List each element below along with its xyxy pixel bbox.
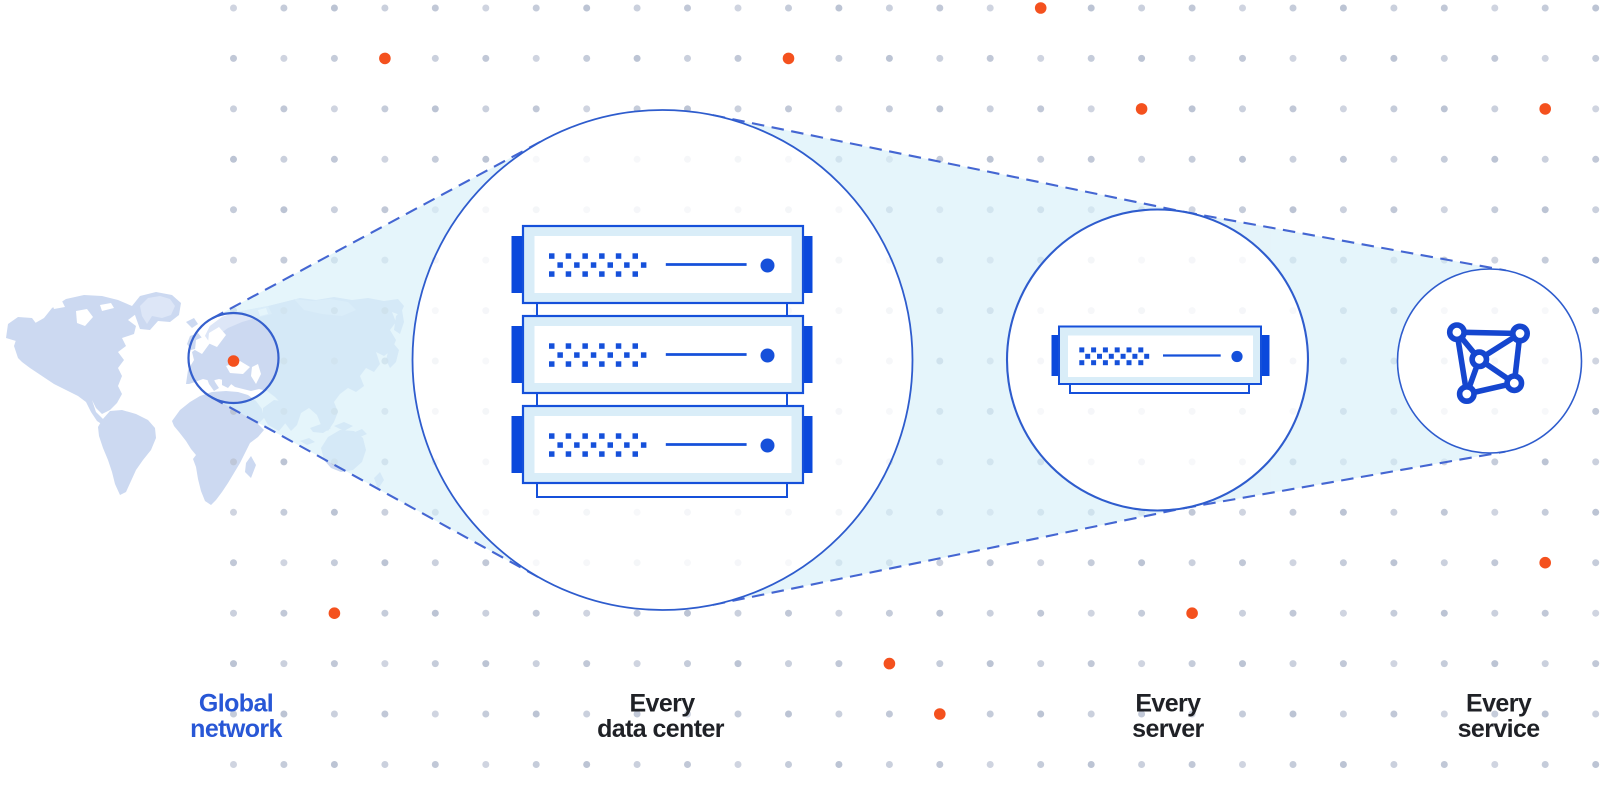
svg-text:data center: data center <box>597 715 725 743</box>
svg-text:server: server <box>1132 715 1204 743</box>
svg-text:service: service <box>1458 715 1541 743</box>
svg-text:Every: Every <box>1135 690 1201 718</box>
svg-text:Every: Every <box>629 690 695 718</box>
svg-text:Every: Every <box>1466 690 1532 718</box>
svg-text:network: network <box>190 715 282 743</box>
svg-text:Global: Global <box>199 690 273 718</box>
